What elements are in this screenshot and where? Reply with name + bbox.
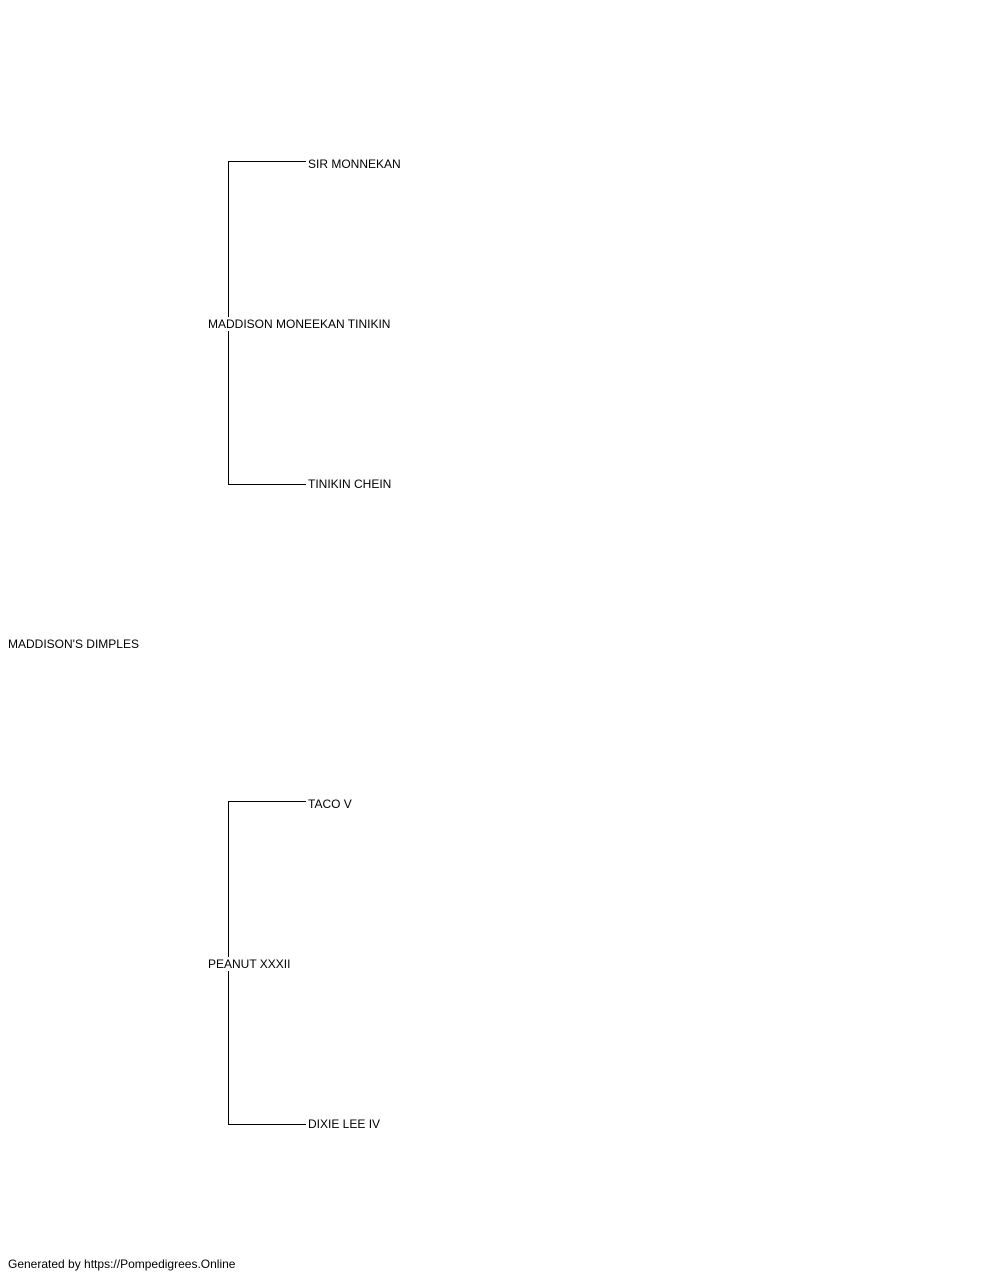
- maternal-granddam-name: DIXIE LEE IV: [308, 1117, 381, 1131]
- pedigree-subject-name: MADDISON'S DIMPLES: [8, 637, 139, 651]
- paternal-grandsire-name: SIR MONNEKAN: [308, 157, 401, 171]
- sire-dam-connector: [228, 484, 306, 485]
- dam-sire-connector: [228, 801, 306, 802]
- paternal-granddam-name: TINIKIN CHEIN: [308, 477, 392, 491]
- sire-name: MADDISON MONEEKAN TINIKIN: [208, 317, 391, 331]
- sire-sire-connector: [228, 161, 306, 162]
- dam-dam-connector: [228, 1124, 306, 1125]
- generated-by-footer: Generated by https://Pompedigrees.Online: [8, 1257, 236, 1271]
- maternal-grandsire-name: TACO V: [308, 797, 352, 811]
- dam-name: PEANUT XXXII: [208, 957, 291, 971]
